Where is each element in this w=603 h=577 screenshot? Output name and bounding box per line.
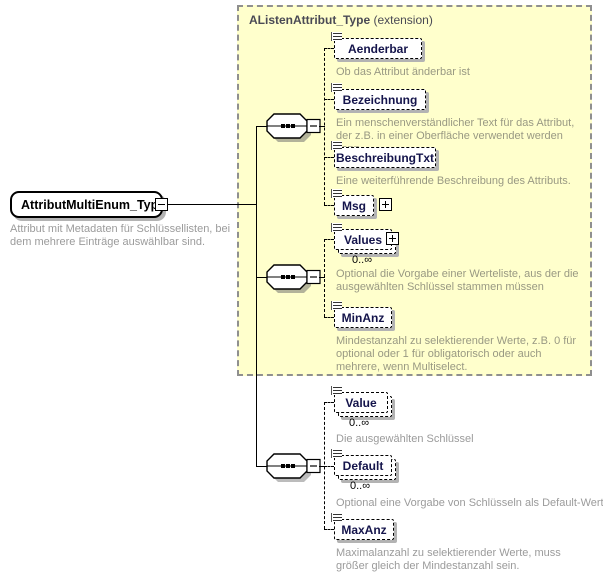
expand-icon[interactable]: [379, 198, 392, 211]
element-name: Value: [345, 395, 377, 410]
connector-line: [256, 126, 268, 127]
multiplicity-label: 0..∞: [350, 480, 371, 492]
connector-dashed: [319, 126, 325, 127]
element-name: Default: [342, 458, 384, 473]
element-description: Eine weiterführende Beschreibung des Att…: [336, 175, 571, 187]
element-description: Maximalanzahl zu selektierender Werte, m…: [336, 547, 561, 572]
root-element-name: AttributMultiEnum_Type: [21, 197, 166, 212]
element-name: BeschreibungTxt: [335, 150, 434, 165]
element-node-beschreibungtxt[interactable]: BeschreibungTxt: [331, 141, 436, 168]
connector-dashed: [324, 466, 334, 467]
element-description: Mindestanzahl zu selektierender Werte, z…: [336, 335, 577, 373]
connector-dashed: [324, 48, 325, 205]
element-icon: [331, 449, 342, 458]
element-name: Bezeichnung: [342, 92, 418, 107]
connector-dashed: [324, 48, 334, 49]
connector-dashed: [324, 402, 334, 403]
element-description: Optional die Vorgabe einer Werteliste, a…: [336, 268, 579, 293]
multiplicity-label: 0..∞: [352, 254, 373, 266]
element-name: Values: [343, 232, 383, 247]
connector-dashed: [319, 277, 325, 278]
element-icon: [331, 301, 342, 310]
expand-icon[interactable]: [386, 232, 399, 245]
element-description: Optional eine Vorgabe von Schlüsseln als…: [336, 497, 603, 509]
element-node-values[interactable]: Values: [331, 223, 399, 254]
element-description: Ob das Attribut änderbar ist: [336, 66, 470, 78]
multiplicity-label: 0..∞: [349, 417, 370, 429]
connector-line: [256, 277, 268, 278]
element-node-msg[interactable]: Msg: [331, 189, 392, 216]
connector-dashed: [319, 466, 325, 467]
extension-container: AListenAttribut_Type (extension): [237, 5, 592, 376]
connector-dashed: [324, 239, 334, 240]
connector-line: [256, 466, 268, 467]
element-icon: [331, 32, 342, 41]
extension-type-name: AListenAttribut_Type: [249, 13, 371, 27]
element-icon: [331, 223, 342, 232]
connector-dashed: [324, 205, 334, 206]
element-node-bezeichnung[interactable]: Bezeichnung: [331, 83, 426, 110]
connector-dashed: [324, 529, 334, 530]
element-name: MaxAnz: [341, 522, 387, 537]
element-node-value[interactable]: Value: [331, 386, 392, 417]
element-name: Aenderbar: [347, 41, 409, 56]
element-description: Die ausgewählten Schlüssel: [336, 433, 474, 445]
connector-dashed: [324, 317, 334, 318]
element-name: MinAnz: [341, 310, 385, 325]
sequence-icon[interactable]: [266, 264, 322, 296]
element-icon: [331, 141, 342, 150]
connector-dashed: [324, 157, 334, 158]
element-name: Msg: [342, 198, 366, 213]
element-description: Ein menschenverständlicher Text für das …: [336, 117, 575, 155]
extension-suffix: (extension): [370, 13, 433, 27]
connector-dashed: [324, 402, 325, 529]
element-node-default[interactable]: Default: [331, 449, 396, 480]
sequence-icon[interactable]: [266, 113, 322, 145]
connector-dashed: [324, 99, 334, 100]
extension-title: AListenAttribut_Type (extension): [249, 13, 433, 27]
element-icon: [331, 83, 342, 92]
element-icon: [331, 513, 342, 522]
connector-line: [256, 126, 257, 467]
element-node-minanz[interactable]: MinAnz: [331, 301, 392, 328]
sequence-icon[interactable]: [266, 453, 322, 485]
root-description: Attribut mit Metadaten für Schlüssellist…: [10, 223, 231, 248]
element-icon: [331, 189, 342, 198]
element-node-maxanz[interactable]: MaxAnz: [331, 513, 394, 540]
connector-dashed: [324, 239, 325, 317]
root-element-node[interactable]: AttributMultiEnum_Type: [10, 191, 168, 218]
collapse-icon[interactable]: [155, 198, 168, 211]
connector-line: [163, 204, 257, 205]
element-icon: [331, 386, 342, 395]
element-node-aenderbar[interactable]: Aenderbar: [331, 32, 422, 59]
